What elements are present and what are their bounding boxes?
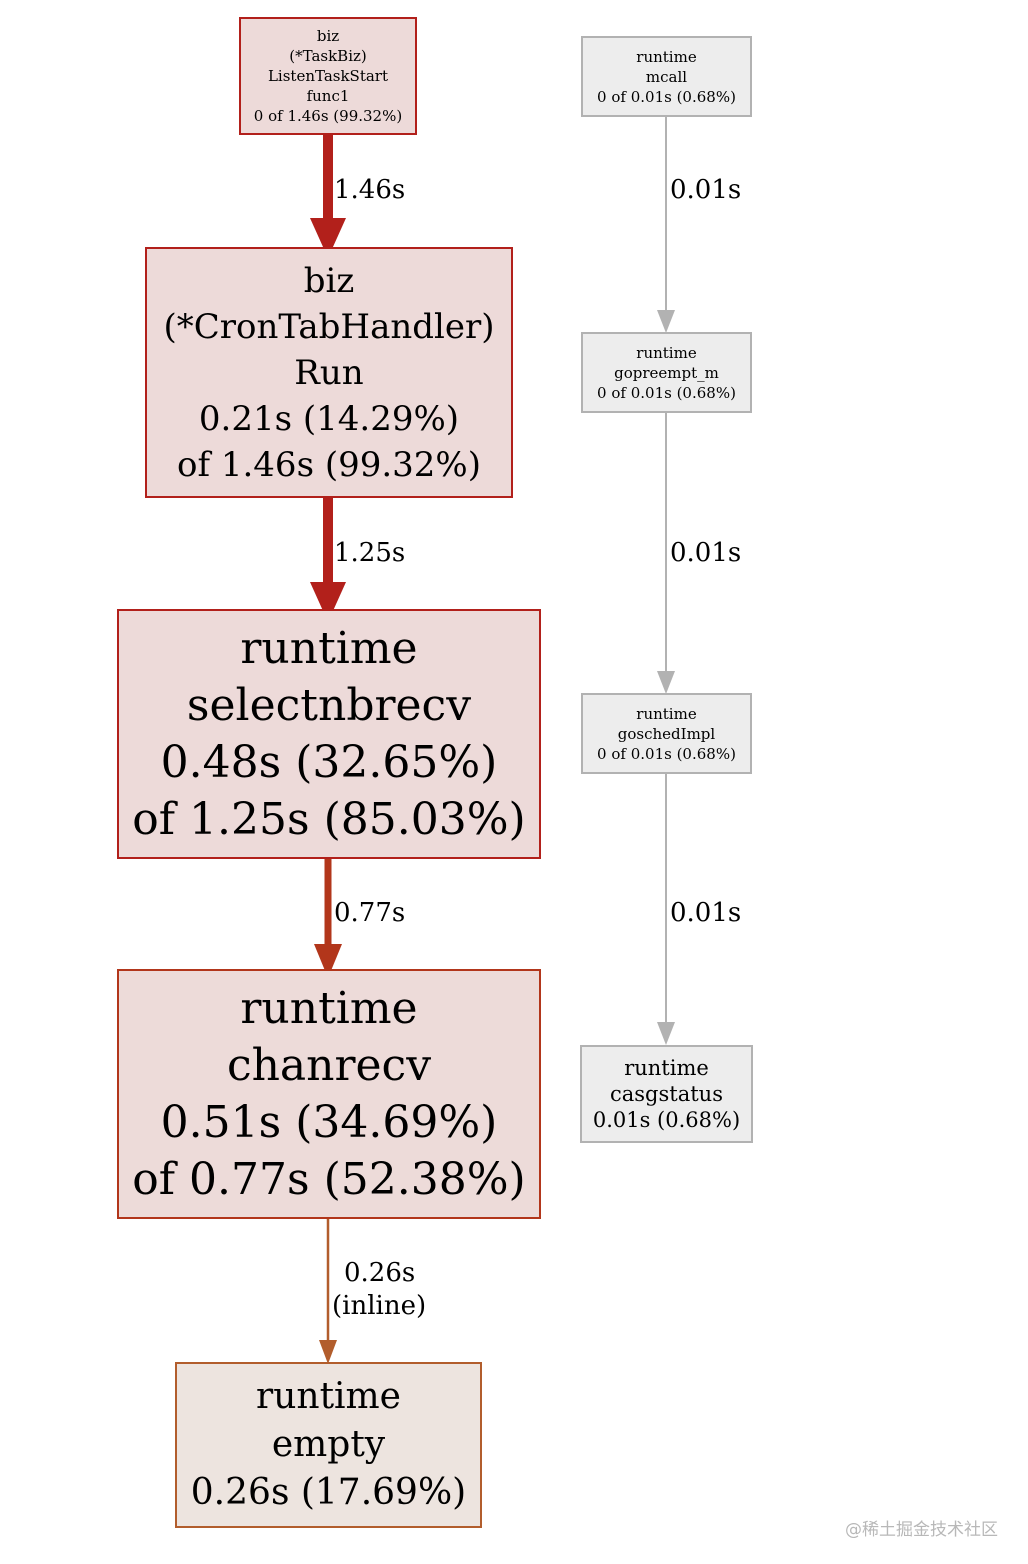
edge-gosched-to-casgstatus (657, 774, 675, 1045)
edge-label-chanrecv-to-empty: 0.26s (344, 1258, 416, 1288)
node-line: 0 of 0.01s (0.68%) (597, 744, 736, 763)
node-line: Run (294, 352, 364, 393)
edge-chanrecv-to-empty (319, 1218, 337, 1364)
node-listen-task-start[interactable]: biz (*TaskBiz) ListenTaskStart func1 0 o… (239, 17, 417, 135)
node-line: 0 of 1.46s (99.32%) (253, 107, 403, 125)
node-line: runtime (240, 623, 418, 674)
node-line: empty (271, 1424, 386, 1465)
node-line: 0.48s (32.65%) (160, 737, 498, 788)
node-line: mcall (645, 67, 688, 86)
edge-label-selectnbrecv-to-chanrecv: 0.77s (334, 898, 406, 928)
edge-label-gosched-to-casgstatus: 0.01s (670, 898, 742, 928)
edge-mcall-to-gopreempt (657, 117, 675, 333)
node-line: func1 (306, 87, 350, 105)
node-line: of 1.46s (99.32%) (177, 444, 481, 485)
edge-label-listen-to-run: 1.46s (334, 175, 406, 205)
node-line: runtime (240, 983, 418, 1034)
node-line: runtime (255, 1376, 401, 1417)
node-line: of 0.77s (52.38%) (132, 1154, 526, 1205)
node-line: (*CronTabHandler) (163, 306, 495, 347)
node-line: (*TaskBiz) (289, 47, 367, 65)
node-crontab-run[interactable]: biz (*CronTabHandler) Run 0.21s (14.29%)… (145, 247, 513, 498)
node-line: 0.01s (0.68%) (592, 1108, 741, 1132)
node-mcall[interactable]: runtime mcall 0 of 0.01s (0.68%) (581, 36, 752, 117)
edge-label-gopreempt-to-gosched: 0.01s (670, 538, 742, 568)
node-line: 0.26s (17.69%) (190, 1472, 467, 1513)
edge-gopreempt-to-gosched (657, 413, 675, 694)
edge-label-mcall-to-gopreempt: 0.01s (670, 175, 742, 205)
node-line: biz (316, 27, 340, 45)
node-line: gopreempt_m (614, 363, 719, 382)
node-line: runtime (636, 704, 697, 723)
edge-selectnbrecv-to-chanrecv (314, 858, 342, 978)
node-line: 0.21s (14.29%) (198, 398, 460, 439)
node-line: runtime (636, 47, 697, 66)
node-line: chanrecv (226, 1040, 432, 1091)
node-goschedimpl[interactable]: runtime goschedImpl 0 of 0.01s (0.68%) (581, 693, 752, 774)
node-line: casgstatus (610, 1082, 723, 1106)
node-gopreempt-m[interactable]: runtime gopreempt_m 0 of 0.01s (0.68%) (581, 332, 752, 413)
watermark: @稀土掘金技术社区 (845, 1520, 998, 1540)
node-casgstatus[interactable]: runtime casgstatus 0.01s (0.68%) (580, 1045, 753, 1143)
node-line: goschedImpl (617, 724, 716, 743)
node-chanrecv[interactable]: runtime chanrecv 0.51s (34.69%) of 0.77s… (117, 969, 541, 1219)
node-line: 0 of 0.01s (0.68%) (597, 383, 736, 402)
node-line: of 1.25s (85.03%) (132, 794, 526, 845)
edge-run-to-selectnbrecv (310, 497, 346, 622)
node-line: runtime (636, 343, 697, 362)
node-line: 0 of 0.01s (0.68%) (597, 87, 736, 106)
node-line: 0.51s (34.69%) (160, 1097, 498, 1148)
node-selectnbrecv[interactable]: runtime selectnbrecv 0.48s (32.65%) of 1… (117, 609, 541, 859)
node-line: ListenTaskStart (267, 67, 389, 85)
edge-sublabel-inline: (inline) (332, 1291, 427, 1321)
edge-listen-to-run (310, 134, 346, 258)
node-line: biz (303, 260, 355, 301)
edge-label-run-to-selectnbrecv: 1.25s (334, 538, 406, 568)
node-line: runtime (624, 1056, 709, 1080)
node-line: selectnbrecv (186, 680, 472, 731)
node-empty[interactable]: runtime empty 0.26s (17.69%) (175, 1362, 482, 1528)
